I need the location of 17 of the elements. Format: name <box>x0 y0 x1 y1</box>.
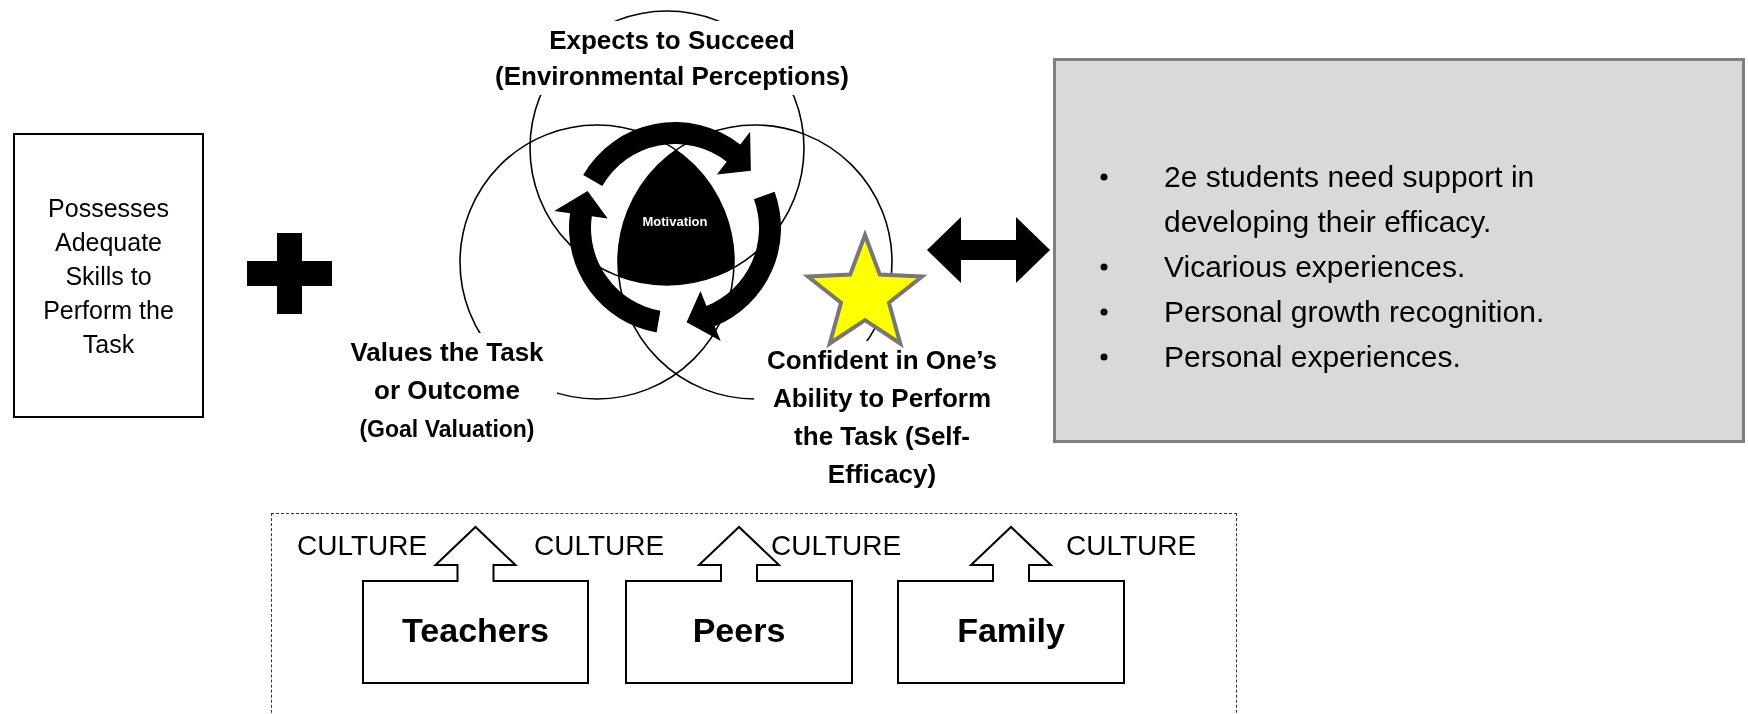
callout-label: Teachers <box>402 610 549 650</box>
box-text: Possesses Adequate Skills to Perform the Task <box>42 192 175 360</box>
callout-label: Family <box>957 610 1065 650</box>
bullet-text: Personal growth recognition. <box>1164 294 1546 330</box>
culture-word: CULTURE <box>771 530 902 562</box>
culture-box <box>271 513 1237 714</box>
motivation-label: Motivation <box>642 214 708 229</box>
text-box <box>13 133 204 418</box>
culture-word: CULTURE <box>534 530 665 562</box>
double-arrow <box>927 217 1050 283</box>
callout-label: Peers <box>692 610 786 650</box>
culture-word: CULTURE <box>1066 530 1197 562</box>
culture-word: CULTURE <box>297 530 428 562</box>
bullet-text: Personal experiences. <box>1164 339 1462 375</box>
bullet-text: 2e students need support in developing their efficacy. <box>1164 159 1536 240</box>
bullet-text: Vicarious experiences. <box>1164 249 1467 285</box>
note-panel <box>1053 58 1745 443</box>
